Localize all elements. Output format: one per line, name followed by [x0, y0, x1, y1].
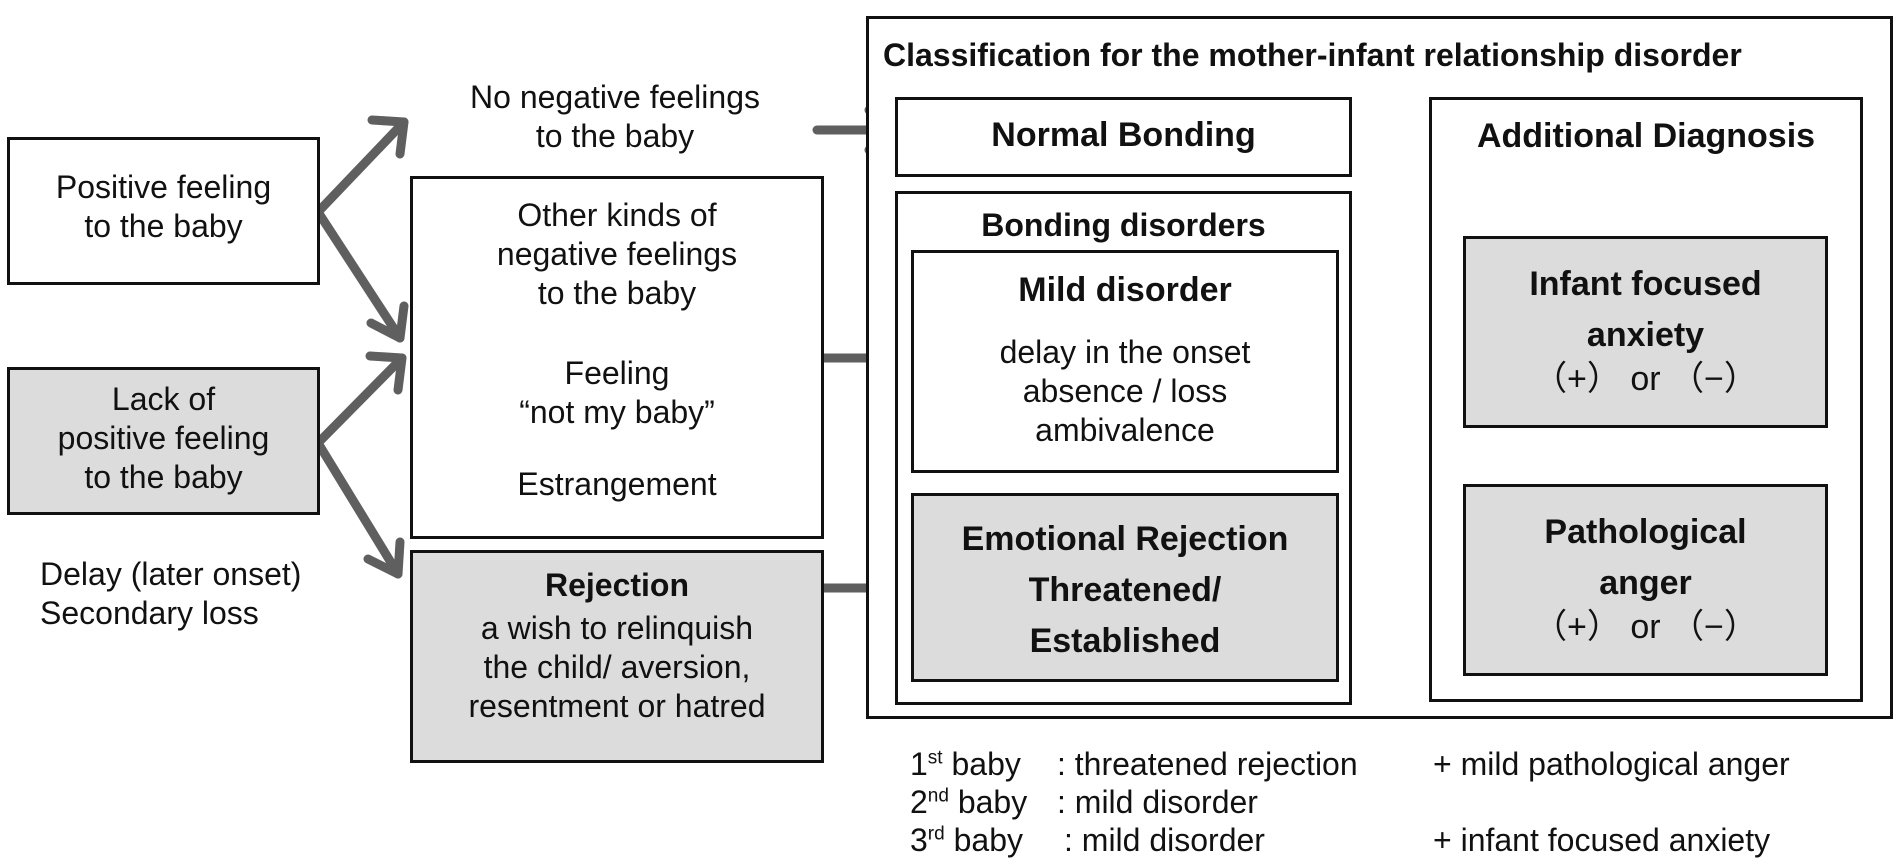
arrow-lack-to-other-negative	[313, 351, 407, 448]
pathological-anger-title: Pathological anger	[1544, 513, 1747, 602]
lack-positive-feeling-text: Lack of positive feeling to the baby	[57, 381, 270, 496]
normal-bonding-label: Normal Bonding	[991, 116, 1256, 154]
infant-focused-anxiety-title: Infant focused anxiety	[1529, 265, 1762, 354]
mild-disorder-title: Mild disorder	[1018, 271, 1232, 309]
normal-bonding-box: Normal Bonding	[895, 97, 1352, 177]
other-negative-feelings-box: Other kinds of negative feelings to the …	[410, 176, 824, 539]
positive-feeling-text: Positive feeling to the baby	[55, 169, 272, 245]
minus-sign: （−）	[1670, 360, 1758, 398]
no-negative-feelings-text: No negative feelings to the baby	[470, 79, 760, 155]
lack-positive-feeling-box: Lack of positive feeling to the baby	[7, 367, 320, 515]
not-my-baby-text: Feeling “not my baby”	[519, 355, 715, 431]
infant-focused-anxiety-box: Infant focused anxiety （+） or （−）	[1463, 236, 1828, 428]
mild-disorder-description: delay in the onset absence / loss ambiva…	[999, 334, 1251, 449]
arrow-positive-to-other-negative	[313, 207, 409, 343]
legend-row-1-extra: + mild pathological anger	[1433, 746, 1790, 782]
other-negative-feelings-text: Other kinds of negative feelings to the …	[496, 197, 738, 312]
classification-title: Classification for the mother-infant rel…	[883, 37, 1742, 73]
rejection-box: Rejection a wish to relinquish the child…	[410, 550, 824, 763]
emotional-rejection-text: Emotional Rejection Threatened/ Establis…	[961, 520, 1289, 660]
plus-sign: （+）	[1533, 608, 1621, 646]
arrow-positive-to-no-negative	[313, 115, 409, 217]
rejection-title: Rejection	[544, 567, 690, 603]
or-text: or	[1630, 360, 1661, 398]
legend-row-3: 3rd baby	[910, 822, 1023, 858]
mild-disorder-box: Mild disorder delay in the onset absence…	[911, 250, 1339, 473]
rejection-description: a wish to relinquish the child/ aversion…	[468, 610, 766, 725]
anger-sign: （+） or （−）	[1466, 607, 1825, 648]
estrangement-text: Estrangement	[517, 466, 717, 502]
or-text: or	[1630, 608, 1661, 646]
legend-row-1-status: : threatened rejection	[1057, 746, 1358, 782]
emotional-rejection-box: Emotional Rejection Threatened/ Establis…	[911, 493, 1339, 682]
pathological-anger-box: Pathological anger （+） or （−）	[1463, 484, 1828, 676]
plus-sign: （+）	[1533, 360, 1621, 398]
minus-sign: （−）	[1670, 608, 1758, 646]
legend-row-3-status: : mild disorder	[1064, 822, 1265, 858]
positive-feeling-box: Positive feeling to the baby	[7, 137, 320, 285]
legend-row-1: 1st baby	[910, 746, 1021, 782]
additional-diagnosis-title: Additional Diagnosis	[1476, 117, 1816, 155]
delay-secondary-loss-text: Delay (later onset) Secondary loss	[40, 556, 302, 632]
legend-row-2-status: : mild disorder	[1057, 784, 1258, 820]
arrow-lack-to-rejection	[313, 438, 405, 579]
legend-row-2: 2nd baby	[910, 784, 1028, 820]
bonding-disorders-title: Bonding disorders	[981, 207, 1266, 243]
legend-row-3-extra: + infant focused anxiety	[1433, 822, 1771, 858]
anxiety-sign: （+） or （−）	[1466, 359, 1825, 400]
